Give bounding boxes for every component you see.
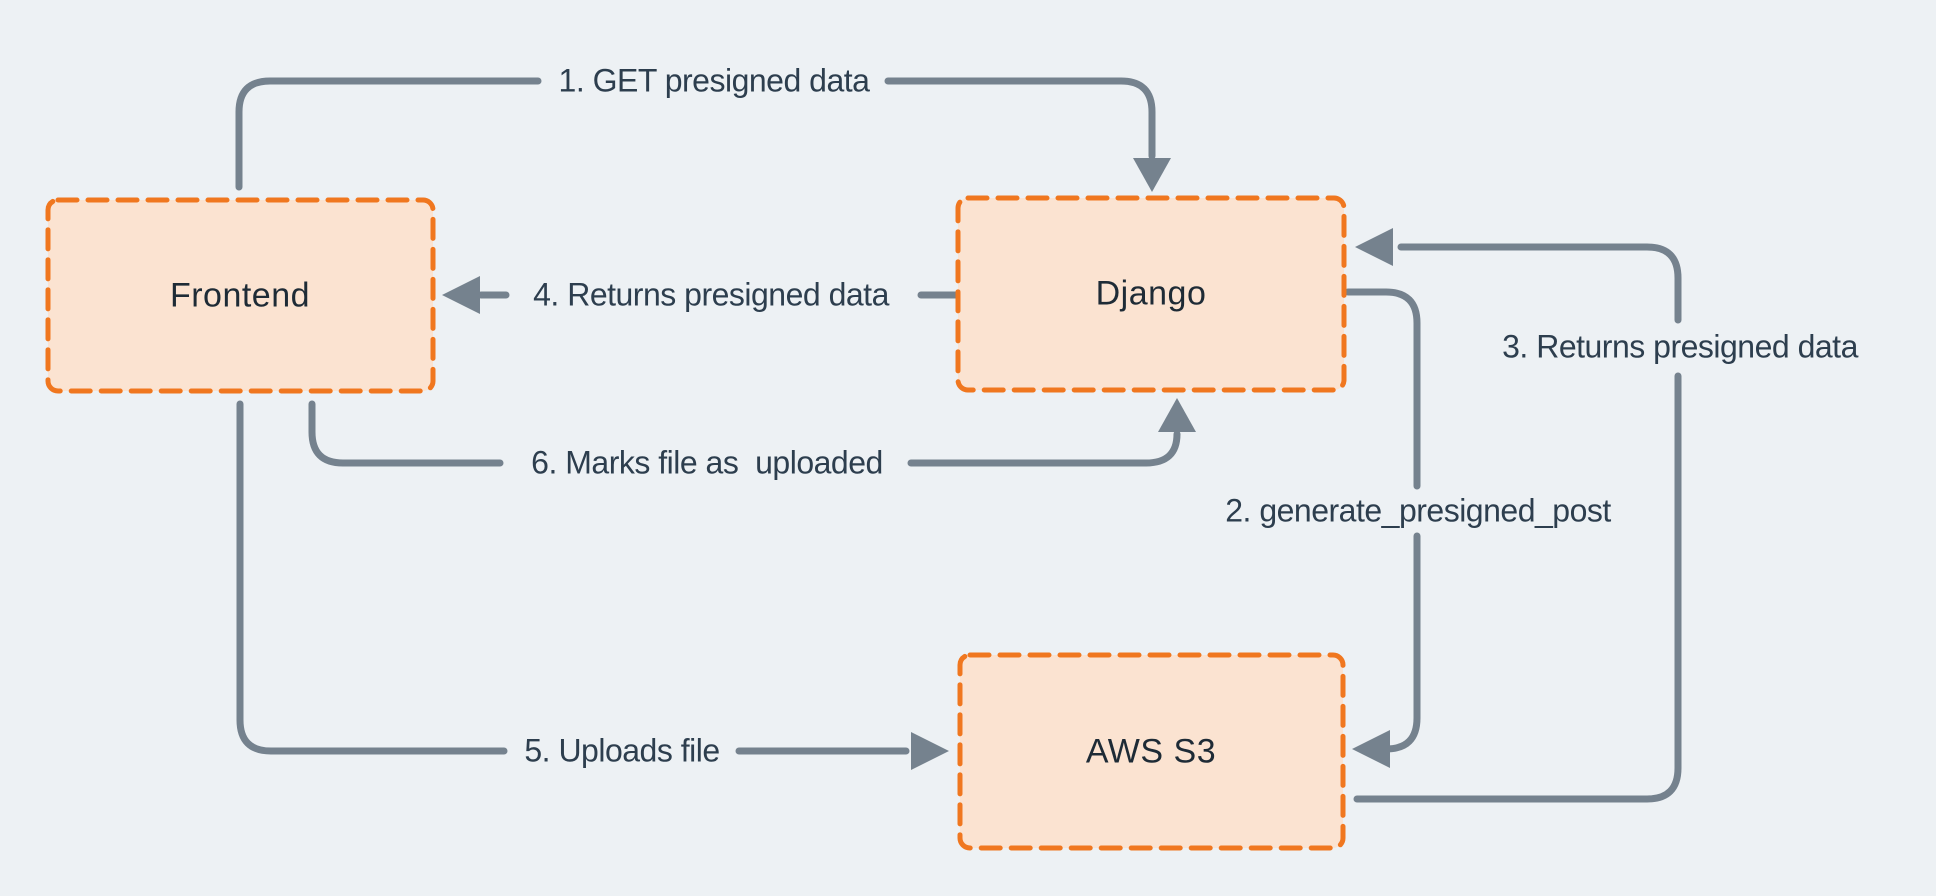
arrowheads xyxy=(442,158,1393,770)
edge-5-label: 5. Uploads file xyxy=(524,732,720,769)
edge-1-label: 1. GET presigned data xyxy=(558,62,870,99)
node-django-label: Django xyxy=(1095,274,1207,313)
node-frontend-label: Frontend xyxy=(169,276,311,315)
edge-3-label: 3. Returns presigned data xyxy=(1502,328,1858,365)
edge-1-segment-b xyxy=(884,77,1156,160)
edge-6-segment-b xyxy=(907,430,1181,467)
edge-1-segment-a xyxy=(235,77,542,191)
edge-4-label: 4. Returns presigned data xyxy=(533,276,889,313)
edge-2-label: 2. generate_presigned_post xyxy=(1225,492,1611,529)
edge-4-arrowhead xyxy=(442,276,480,314)
edge-5-arrowhead xyxy=(911,732,949,770)
edge-5-segment-a xyxy=(236,400,508,755)
edge-6-label: 6. Marks file as uploaded xyxy=(531,444,883,481)
node-frontend-box xyxy=(45,197,436,394)
edge-3-segment-b xyxy=(1397,243,1682,324)
edge-3-segment-a xyxy=(1353,372,1682,803)
edge-3-arrowhead xyxy=(1355,228,1393,266)
edge-2-segment-a xyxy=(1344,288,1421,490)
node-aws-s3-label: AWS S3 xyxy=(1085,732,1217,771)
edge-2-arrowhead xyxy=(1352,730,1390,768)
node-aws-s3-box xyxy=(957,652,1346,851)
edge-6-arrowhead xyxy=(1158,398,1196,432)
edge-2-segment-b xyxy=(1382,532,1421,753)
edge-6-segment-a xyxy=(308,400,504,467)
node-boxes xyxy=(45,195,1347,851)
node-django-box xyxy=(955,195,1347,393)
connector-lines xyxy=(235,77,1682,803)
edge-1-arrowhead xyxy=(1133,158,1171,192)
